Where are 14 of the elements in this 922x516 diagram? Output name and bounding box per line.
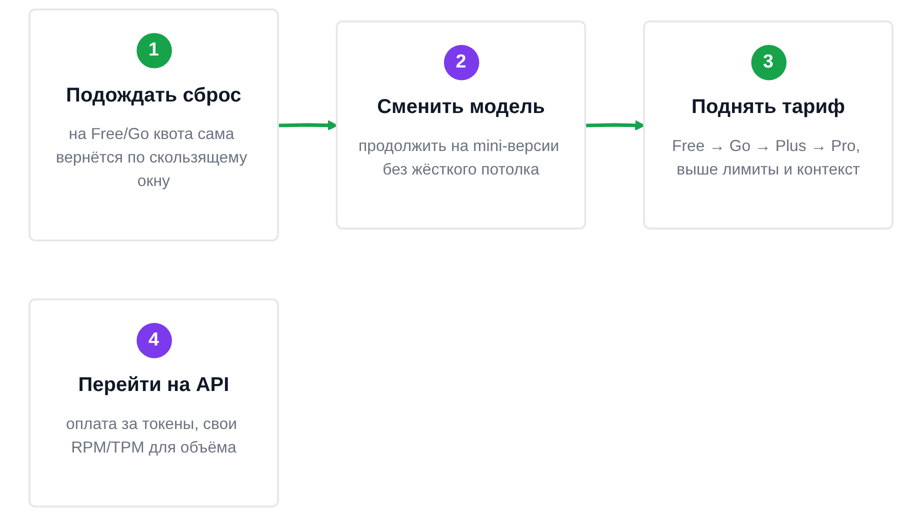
step-title: Подождать сброс: [66, 82, 242, 108]
step-card: [28, 8, 279, 242]
step-card: [643, 20, 894, 230]
step-card: [28, 298, 279, 508]
step-description: оплата за токены, свои RPM/TPM для объёма: [64, 413, 238, 458]
step-card: [336, 20, 586, 230]
step-description: на Free/Go квота сама вернётся по скользящему окну: [54, 123, 248, 192]
arrow: [586, 120, 646, 131]
arrow: [278, 120, 338, 131]
step-description: продолжить на mini-версии без жёсткого потолка: [358, 135, 560, 180]
step-title: Перейти на API: [78, 372, 230, 398]
step-description: Free → Go → Plus → Pro, выше лимиты и контекст: [671, 135, 862, 180]
step-title: Сменить модель: [377, 94, 545, 120]
step-title: Поднять тариф: [692, 94, 846, 120]
